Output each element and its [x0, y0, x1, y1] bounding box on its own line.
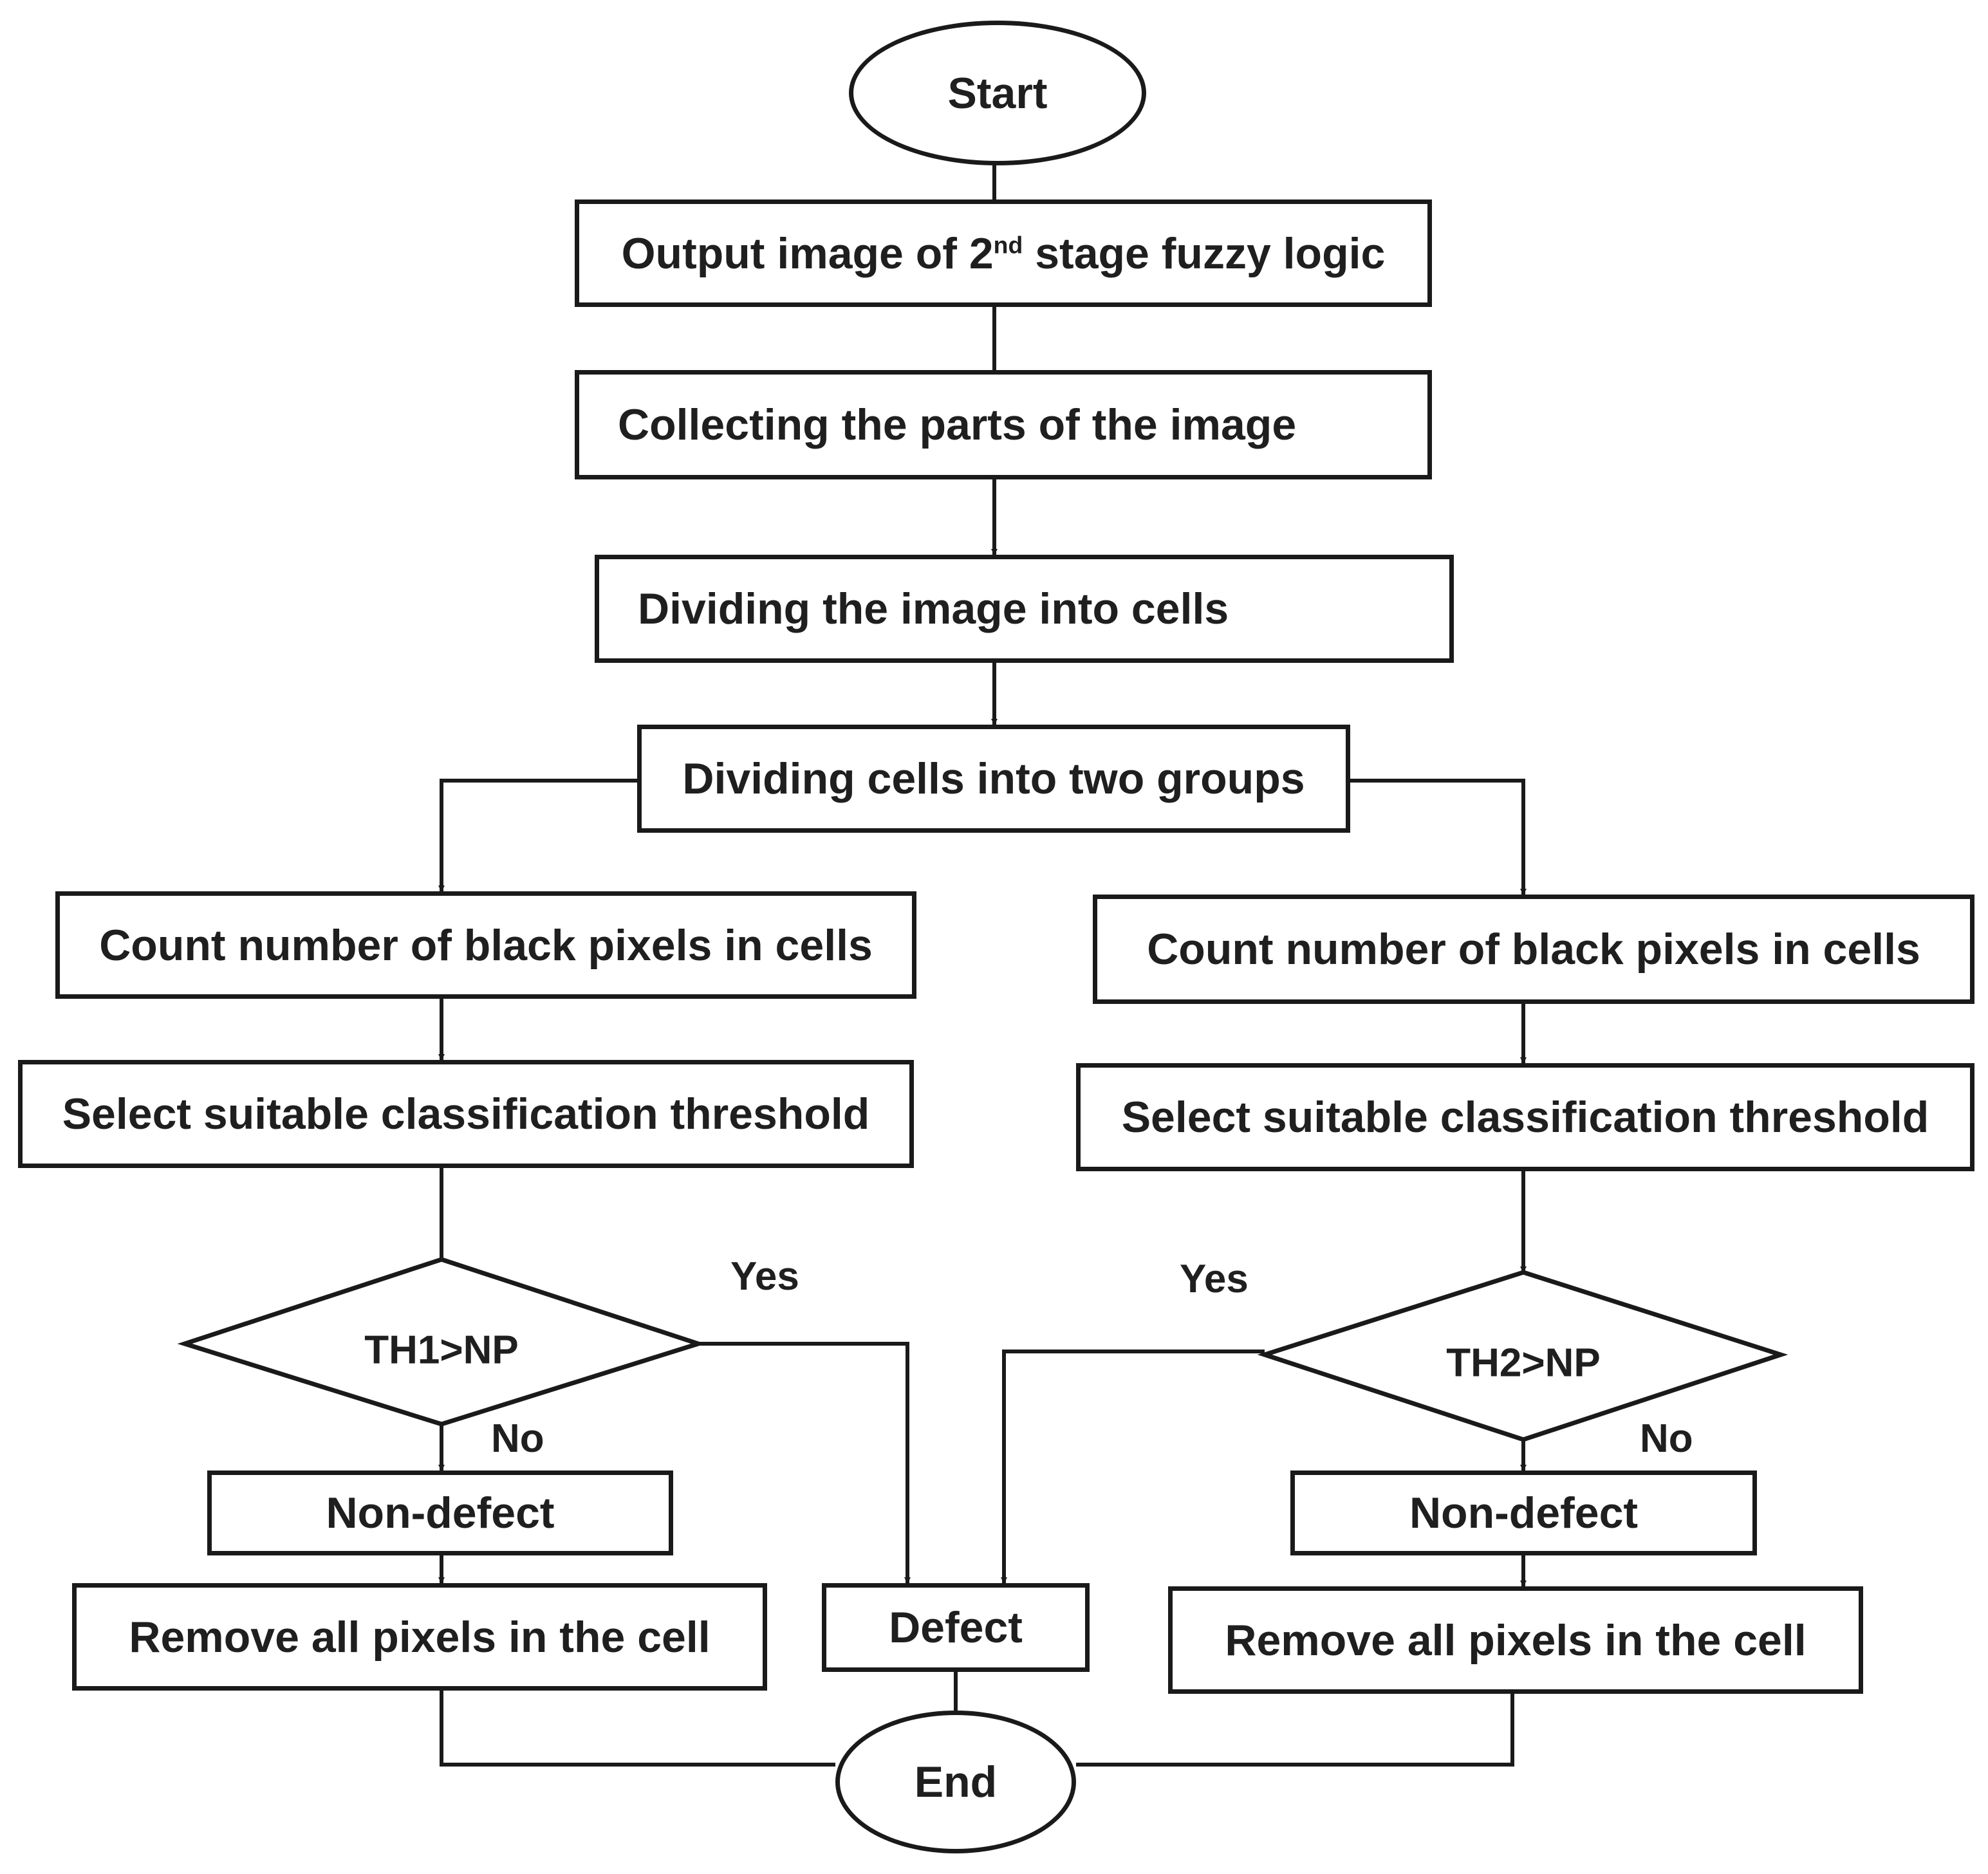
left-select-box: Select suitable classification threshold [18, 1060, 914, 1168]
left-remove-label: Remove all pixels in the cell [129, 1612, 711, 1662]
left-non-defect-box: Non-defect [207, 1470, 673, 1555]
dividing-image-box: Dividing the image into cells [595, 555, 1454, 663]
decision-diamond-left [177, 1257, 706, 1427]
dividing-image-label: Dividing the image into cells [638, 584, 1229, 633]
left-non-defect-label: Non-defect [326, 1489, 555, 1537]
output-image-label: Output image of 2nd stage fuzzy logic [621, 228, 1386, 278]
dividing-cells-box: Dividing cells into two groups [637, 725, 1350, 833]
connector-right-yes-defect [1001, 1350, 1265, 1584]
connector-left-remove-end [440, 1691, 835, 1767]
dividing-cells-label: Dividing cells into two groups [682, 754, 1305, 803]
left-no-label: No [491, 1416, 544, 1461]
left-decision-label: TH1>NP [364, 1328, 519, 1373]
right-remove-label: Remove all pixels in the cell [1225, 1615, 1807, 1665]
connector-right-remove-end [1076, 1694, 1514, 1767]
defect-box: Defect [822, 1583, 1090, 1672]
output-image-box: Output image of 2nd stage fuzzy logic [575, 199, 1432, 307]
left-count-box: Count number of black pixels in cells [55, 891, 916, 999]
start-terminal: Start [849, 21, 1146, 165]
right-non-defect-label: Non-defect [1409, 1489, 1639, 1537]
right-non-defect-box: Non-defect [1290, 1470, 1757, 1555]
left-select-label: Select suitable classification threshold [62, 1090, 870, 1138]
connector-split-left [438, 779, 637, 892]
right-decision-label: TH2>NP [1446, 1341, 1601, 1386]
right-yes-label: Yes [1180, 1257, 1249, 1301]
collecting-box: Collecting the parts of the image [575, 370, 1432, 479]
right-select-label: Select suitable classification threshold [1121, 1093, 1929, 1142]
start-label: Start [947, 68, 1048, 118]
connector-split-right [1350, 779, 1527, 895]
decision-diamond-right [1257, 1270, 1788, 1442]
defect-label: Defect [889, 1603, 1023, 1652]
end-terminal: End [835, 1711, 1076, 1853]
left-yes-label: Yes [730, 1254, 799, 1299]
right-remove-box: Remove all pixels in the cell [1168, 1586, 1863, 1694]
left-remove-box: Remove all pixels in the cell [72, 1583, 767, 1691]
left-count-label: Count number of black pixels in cells [99, 920, 873, 970]
end-label: End [914, 1758, 998, 1806]
right-count-label: Count number of black pixels in cells [1147, 925, 1920, 974]
right-no-label: No [1640, 1416, 1693, 1461]
right-select-box: Select suitable classification threshold [1076, 1063, 1974, 1171]
connector-left-yes-defect [698, 1342, 911, 1584]
collecting-label: Collecting the parts of the image [618, 400, 1297, 449]
right-count-box: Count number of black pixels in cells [1093, 895, 1974, 1004]
